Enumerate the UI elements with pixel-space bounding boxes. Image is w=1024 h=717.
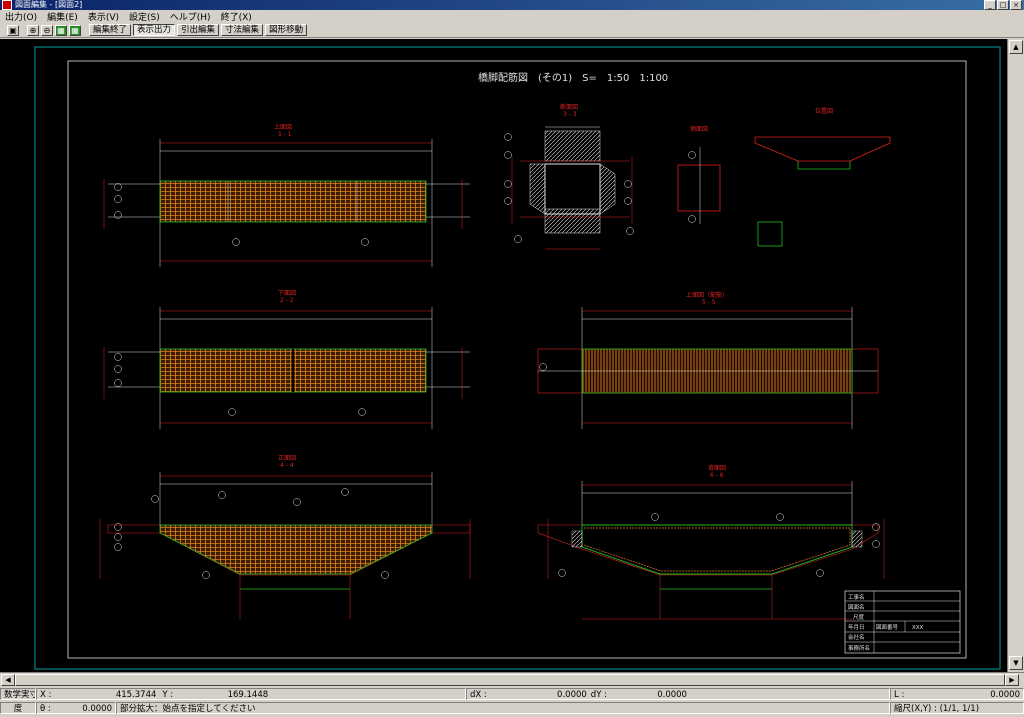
view-label-front: 正面図 [278,455,296,462]
horizontal-scroll-thumb[interactable] [15,674,1005,686]
view-label-cross: 断面図 [560,103,578,111]
scroll-right-icon[interactable]: ▶ [1005,674,1019,686]
status-bar-message: 度 θ : 0.0000 部分拡大：始点を指定してください 縮尺(X,Y) : … [0,701,1024,715]
title-block-date: 年月日 [848,623,865,631]
title-block-project: 工事名 [848,593,865,601]
minimize-button[interactable]: _ [984,0,996,10]
menu-bar: 出力(O) 編集(E) 表示(V) 設定(S) ヘルプ(H) 終了(X) [0,10,1024,23]
dy-value: 0.0000 [657,690,687,700]
view-section-bottom2: 2 - 2 [280,297,294,304]
menu-output[interactable]: 出力(O) [5,13,38,23]
view-label-pos: 位置図 [815,107,833,115]
menu-view[interactable]: 表示(V) [87,13,120,23]
edit-finish-button[interactable]: 編集終了 [89,24,132,36]
title-bar: 図面編集 - [図面2] _ □ × [0,0,1024,10]
zoom-fit-icon[interactable]: ▦ [69,24,81,36]
view-label-top-plan: 上面図（配筋） [686,291,728,299]
menu-help[interactable]: ヘルプ(H) [169,13,211,23]
scroll-left-icon[interactable]: ◀ [1,674,15,686]
menu-exit[interactable]: 終了(X) [220,13,252,23]
view-side: 側面図 [677,125,721,224]
view-section-back: 6 - 6 [710,472,724,479]
view-section-top-plan: 5 - 5 [702,299,716,306]
drawing-canvas[interactable]: 橋脚配筋図 (その1) S= 1:50 1:100 上面図 1 - 1 断面図 … [0,39,1007,672]
title-block-company: 会社名 [848,633,865,641]
view-label-bottom2: 下面図 [278,290,296,297]
view-section-top1: 1 - 1 [278,131,292,138]
y-value: 169.1448 [227,690,269,700]
menu-settings[interactable]: 設定(S) [129,13,160,23]
view-label-side: 側面図 [690,125,708,133]
theta-label: θ : [40,704,51,714]
close-button[interactable]: × [1010,0,1022,10]
x-label: X : [40,690,52,700]
coord-mode: 数学実寸 [0,688,36,700]
maximize-button[interactable]: □ [997,0,1009,10]
title-block: 工事名 図面名 尺度 年月日 図面番号 XXX 会社名 事務所名 [844,590,961,654]
inner-frame [67,60,967,659]
leader-edit-button[interactable]: 引出編集 [177,24,220,36]
horizontal-scrollbar[interactable]: ◀ ▶ [0,672,1024,687]
view-back-6: 背面図 6 - 6 [537,464,885,620]
view-cross-3: 断面図 3 - 3 [504,103,634,250]
view-front-4: 正面図 4 - 4 [99,455,471,619]
scroll-up-icon[interactable]: ▲ [1009,40,1023,54]
toolbar: ▣ ⊕ ⊖ ▦ ▦ 編集終了 表示出力 引出編集 寸法編集 図形移動 [0,23,1024,38]
outer-frame [34,46,1001,670]
vertical-scrollbar[interactable]: ▲ ▼ [1007,39,1024,672]
dx-value: 0.0000 [557,690,587,700]
shape-move-button[interactable]: 図形移動 [265,24,308,36]
zoom-out-icon[interactable]: ⊖ [41,24,53,36]
view-position: 位置図 [754,107,891,247]
title-block-scale: 尺度 [853,613,865,621]
view-section-front: 4 - 4 [280,462,294,469]
view-label-back: 背面図 [708,464,726,472]
view-section-cross: 3 - 3 [563,111,577,118]
status-bar-coords: 数学実寸 X : 415.3744 Y : 169.1448 dX : 0.00… [0,687,1024,701]
drawing-svg: 橋脚配筋図 (その1) S= 1:50 1:100 上面図 1 - 1 断面図 … [34,46,1001,670]
y-label: Y : [162,690,174,700]
l-value: 0.0000 [990,690,1020,700]
title-block-drawing-no-value: XXX [912,625,924,631]
view-bottom-2: 下面図 2 - 2 [103,290,470,429]
view-top-plan-5: 上面図（配筋） 5 - 5 [537,291,879,429]
dimension-edit-button[interactable]: 寸法編集 [221,24,264,36]
menu-edit[interactable]: 編集(E) [47,13,78,23]
window-title: 図面編集 - [図面2] [15,0,83,9]
app-icon [2,0,12,10]
status-message: 部分拡大：始点を指定してください [116,702,890,714]
zoom-window-icon[interactable]: ▦ [55,24,67,36]
drawing-title: 橋脚配筋図 (その1) S= 1:50 1:100 [478,71,668,84]
select-icon[interactable]: ▣ [7,24,19,36]
scroll-down-icon[interactable]: ▼ [1009,656,1023,670]
zoom-in-icon[interactable]: ⊕ [27,24,39,36]
l-label: L : [894,690,905,700]
dy-label: dY : [590,690,607,700]
display-output-button[interactable]: 表示出力 [133,24,176,36]
view-top-1: 上面図 1 - 1 [103,123,470,267]
view-label-top1: 上面図 [274,123,292,131]
title-block-office: 事務所名 [848,644,870,652]
dx-label: dX : [470,690,487,700]
angle-unit: 度 [0,702,36,714]
title-block-drawing-name: 図面名 [848,603,865,611]
theta-value: 0.0000 [82,704,112,714]
title-block-drawing-no: 図面番号 [876,624,899,631]
x-value: 415.3744 [115,690,157,700]
scale-readout: 縮尺(X,Y) : (1/1, 1/1) [890,702,1024,714]
